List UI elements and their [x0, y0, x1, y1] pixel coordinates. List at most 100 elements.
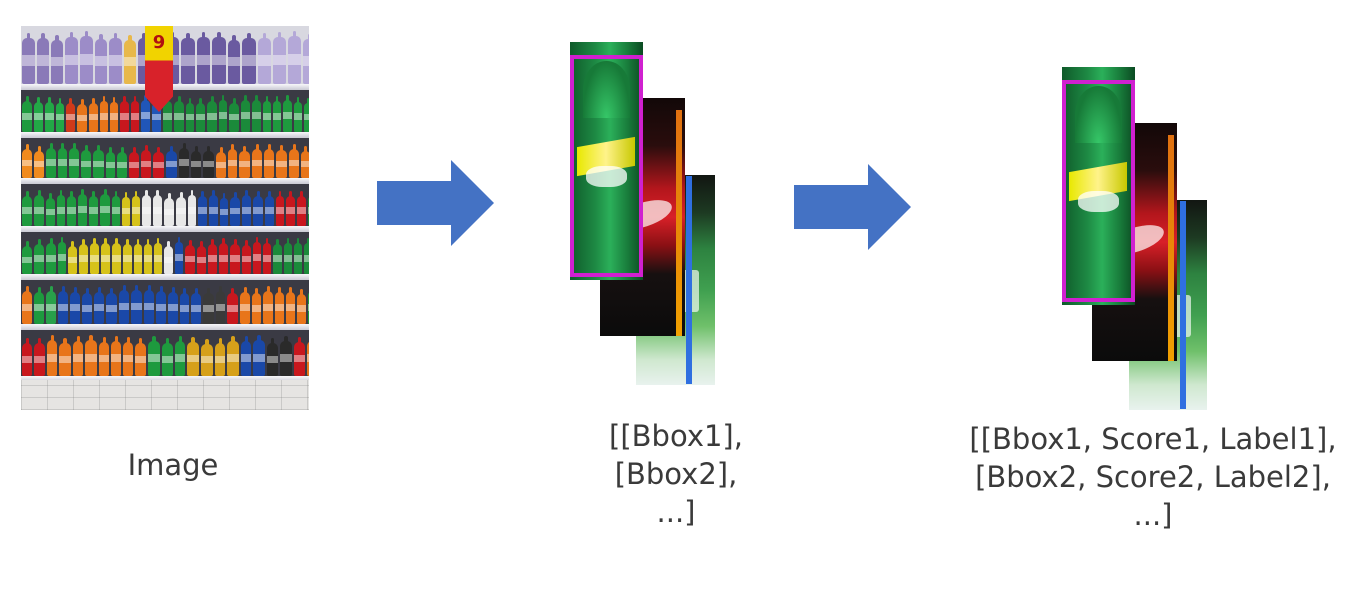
bottle: [219, 95, 227, 132]
bottle: [180, 288, 189, 324]
bottle: [265, 191, 274, 226]
bottle: [242, 190, 251, 226]
bottle: [34, 287, 44, 324]
bottle: [46, 143, 56, 178]
bottle: [227, 288, 238, 324]
shelf-row: [21, 232, 309, 274]
bottle: [34, 338, 45, 376]
bottle: [286, 287, 295, 324]
bottle: [187, 337, 199, 376]
bottle: [216, 286, 225, 324]
bottle: [59, 338, 71, 376]
bottle: [141, 145, 151, 178]
bottle: [307, 341, 309, 376]
bottle: [252, 95, 261, 132]
bottle: [215, 338, 225, 376]
shelf-row: [21, 280, 309, 324]
crop-sprite-bottle: [570, 42, 643, 280]
classification-output-line-3: ...]: [1133, 498, 1173, 532]
bottle: [144, 285, 154, 324]
bottle: [230, 192, 240, 226]
bottle: [308, 196, 309, 226]
bottle: [46, 238, 56, 274]
bottle: [203, 146, 214, 178]
bottle: [112, 191, 120, 226]
bottle: [241, 336, 251, 376]
bottle: [308, 291, 309, 324]
bottle: [220, 193, 228, 226]
bottle: [58, 286, 68, 324]
bottle: [81, 145, 91, 178]
bottle: [286, 191, 295, 226]
bottle: [174, 96, 184, 132]
bottle: [22, 33, 35, 84]
shelf-edge: [21, 178, 309, 184]
bottle: [111, 336, 121, 376]
bottle: [47, 335, 57, 376]
bottle: [168, 287, 178, 324]
bottle: [258, 33, 271, 84]
bottle: [95, 34, 107, 84]
bottle: [57, 190, 65, 226]
bottle: [117, 147, 127, 178]
bottle: [276, 145, 287, 178]
bottle: [294, 238, 302, 274]
classification-output-line-2: [Bbox2, Score2, Label2],: [975, 460, 1331, 494]
bottle: [85, 335, 97, 376]
bottle: [304, 98, 309, 132]
bottle: [289, 144, 299, 178]
bottle: [284, 238, 292, 274]
bottle: [22, 241, 32, 274]
bottle: [106, 288, 117, 324]
bottle: [153, 147, 164, 178]
bottle: [22, 338, 32, 376]
bottle: [73, 336, 83, 376]
bottle: [119, 285, 129, 324]
bottle: [123, 337, 133, 376]
bottle: [283, 95, 292, 132]
detection-output-line-2: [Bbox2],: [614, 457, 738, 491]
bottle: [191, 146, 201, 178]
bottle: [94, 287, 104, 324]
bottle: [294, 97, 302, 132]
bottle: [228, 35, 240, 84]
shelf-edge: [21, 226, 309, 232]
bottle: [100, 189, 110, 226]
bottle: [263, 96, 271, 132]
bottle: [273, 239, 282, 274]
bottle: [252, 288, 261, 324]
bottle: [89, 98, 98, 132]
bottle: [273, 32, 286, 84]
bottle: [46, 286, 56, 324]
bottle: [58, 143, 67, 178]
bottle: [303, 34, 309, 84]
bottle: [263, 286, 273, 324]
bottle: [93, 145, 104, 178]
bottle: [153, 190, 162, 226]
bottle: [78, 189, 87, 226]
bottle: [99, 337, 109, 376]
bottle: [101, 238, 110, 274]
bottle: [301, 146, 309, 178]
bottle: [229, 98, 239, 132]
bottle: [294, 337, 305, 376]
bottle: [129, 147, 139, 178]
bottle: [46, 193, 55, 226]
bottle: [162, 338, 173, 376]
bottle: [185, 240, 195, 274]
bottle: [67, 191, 76, 226]
bottle: [175, 237, 183, 274]
bottle: [82, 288, 92, 324]
bottle: [179, 143, 189, 178]
shelf-photo: 9: [21, 26, 309, 410]
bottle: [154, 238, 162, 274]
bottle: [216, 147, 226, 178]
bottle: [77, 99, 87, 132]
bottle: [242, 33, 256, 84]
bottle: [37, 33, 49, 84]
shelf-edge: [21, 324, 309, 330]
right-arrow-icon: [794, 164, 911, 250]
shelf-row: [21, 90, 309, 132]
bottle: [275, 287, 284, 324]
bottle: [230, 239, 240, 274]
